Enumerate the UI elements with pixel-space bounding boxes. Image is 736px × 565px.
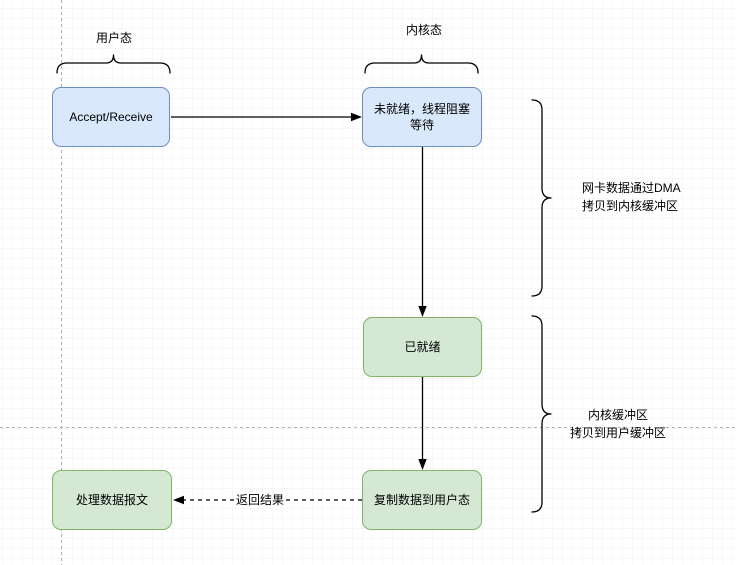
node-not-ready-blocked[interactable]: 未就绪，线程阻塞等待 — [362, 87, 482, 147]
node-accept-receive[interactable]: Accept/Receive — [52, 87, 170, 147]
arrowhead-right — [351, 112, 362, 122]
annotation-dma-copy[interactable]: 网卡数据通过DMA 拷贝到内核缓冲区 — [582, 179, 712, 215]
annotation-dma-copy-line1: 网卡数据通过DMA — [582, 181, 681, 195]
node-copy-data-to-user[interactable]: 复制数据到用户态 — [362, 470, 482, 530]
annotation-dma-copy-line2: 拷贝到内核缓冲区 — [582, 199, 679, 213]
edge-label-return-result[interactable]: 返回结果 — [234, 493, 287, 507]
kernel-copy-brace[interactable] — [531, 315, 552, 513]
user-mode-brace[interactable] — [56, 54, 171, 74]
node-process-packet[interactable]: 处理数据报文 — [52, 470, 172, 530]
annotation-kernel-to-user-line2: 拷贝到用户缓冲区 — [569, 426, 666, 440]
arrowhead-down — [418, 306, 427, 317]
annotation-kernel-to-user-line1: 内核缓冲区 — [587, 408, 648, 422]
region-label-kernel-mode[interactable]: 内核态 — [405, 23, 442, 37]
kernel-mode-brace[interactable] — [364, 54, 479, 74]
region-label-user-mode[interactable]: 用户态 — [95, 31, 132, 45]
annotation-kernel-to-user[interactable]: 内核缓冲区 拷贝到用户缓冲区 — [543, 406, 693, 442]
arrowhead-down — [418, 459, 427, 470]
arrowhead-left — [173, 495, 184, 505]
node-ready[interactable]: 已就绪 — [363, 317, 482, 377]
dma-copy-brace[interactable] — [531, 99, 552, 297]
